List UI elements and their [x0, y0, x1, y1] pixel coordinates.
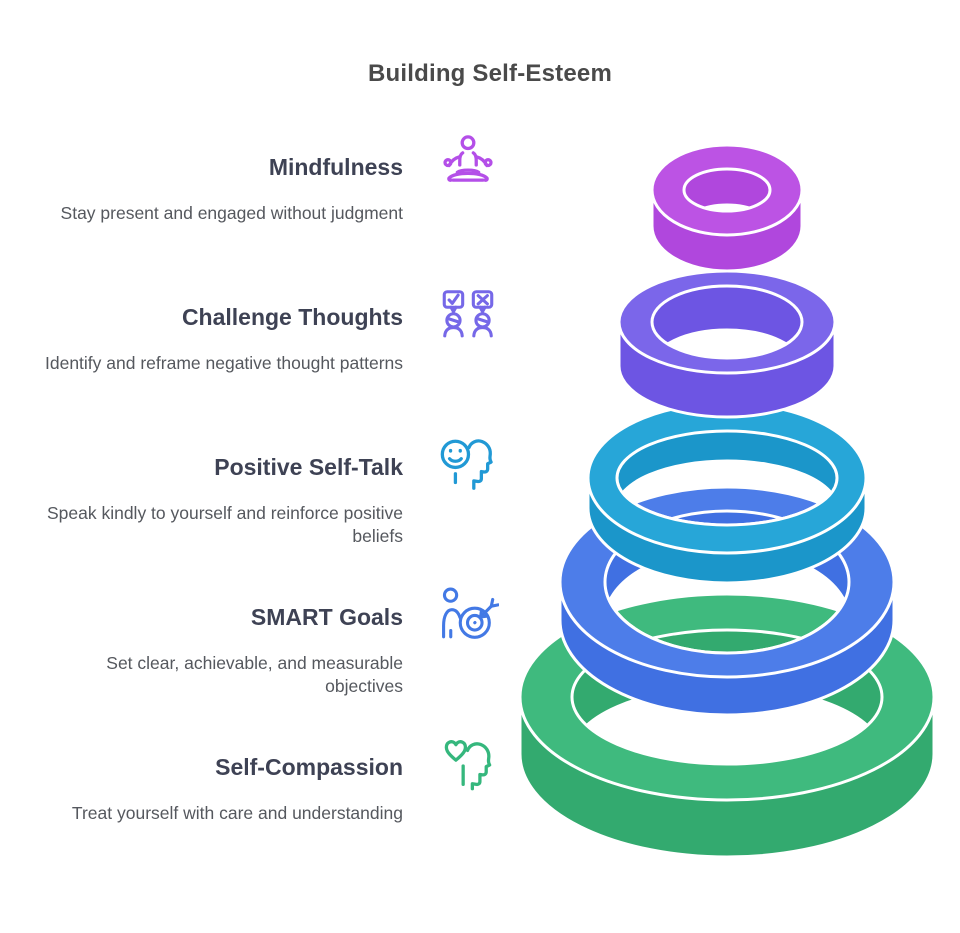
level-description: Set clear, achievable, and measurable ob…: [106, 653, 403, 696]
level-title: Positive Self-Talk: [214, 454, 403, 480]
level-description: Identify and reframe negative thought pa…: [45, 353, 404, 373]
meditation-icon: [437, 134, 499, 196]
level-title: Self-Compassion: [215, 754, 403, 780]
level-text: Positive Self-Talk Speak kindly to yours…: [30, 434, 403, 548]
ring-level-2: [617, 269, 837, 419]
level-text: Challenge Thoughts Identify and reframe …: [30, 284, 403, 375]
person-target-arrow-icon: [437, 584, 500, 646]
level-item-challenge-thoughts: Challenge Thoughts Identify and reframe …: [30, 284, 510, 404]
level-description: Speak kindly to yourself and reinforce p…: [46, 503, 403, 546]
level-text: Mindfulness Stay present and engaged wit…: [30, 134, 403, 225]
heart-head-profile-icon: [437, 734, 499, 796]
ring-level-1: [650, 143, 804, 273]
level-title: SMART Goals: [250, 604, 403, 630]
level-item-smart-goals: SMART Goals Set clear, achievable, and m…: [30, 584, 510, 704]
ring-level-3: [586, 401, 868, 585]
page-title: Building Self-Esteem: [367, 60, 613, 87]
level-item-positive-self-talk: Positive Self-Talk Speak kindly to yours…: [30, 434, 510, 554]
level-item-self-compassion: Self-Compassion Treat yourself with care…: [30, 734, 510, 854]
thought-bubbles-check-x-icon: [437, 284, 499, 346]
level-text: Self-Compassion Treat yourself with care…: [30, 734, 403, 825]
level-text: SMART Goals Set clear, achievable, and m…: [30, 584, 403, 698]
level-item-mindfulness: Mindfulness Stay present and engaged wit…: [30, 134, 510, 254]
level-description: Stay present and engaged without judgmen…: [60, 203, 403, 223]
level-title: Challenge Thoughts: [181, 304, 403, 330]
smiley-head-profile-icon: [437, 434, 499, 496]
level-title: Mindfulness: [268, 154, 403, 180]
level-description: Treat yourself with care and understandi…: [71, 803, 403, 823]
